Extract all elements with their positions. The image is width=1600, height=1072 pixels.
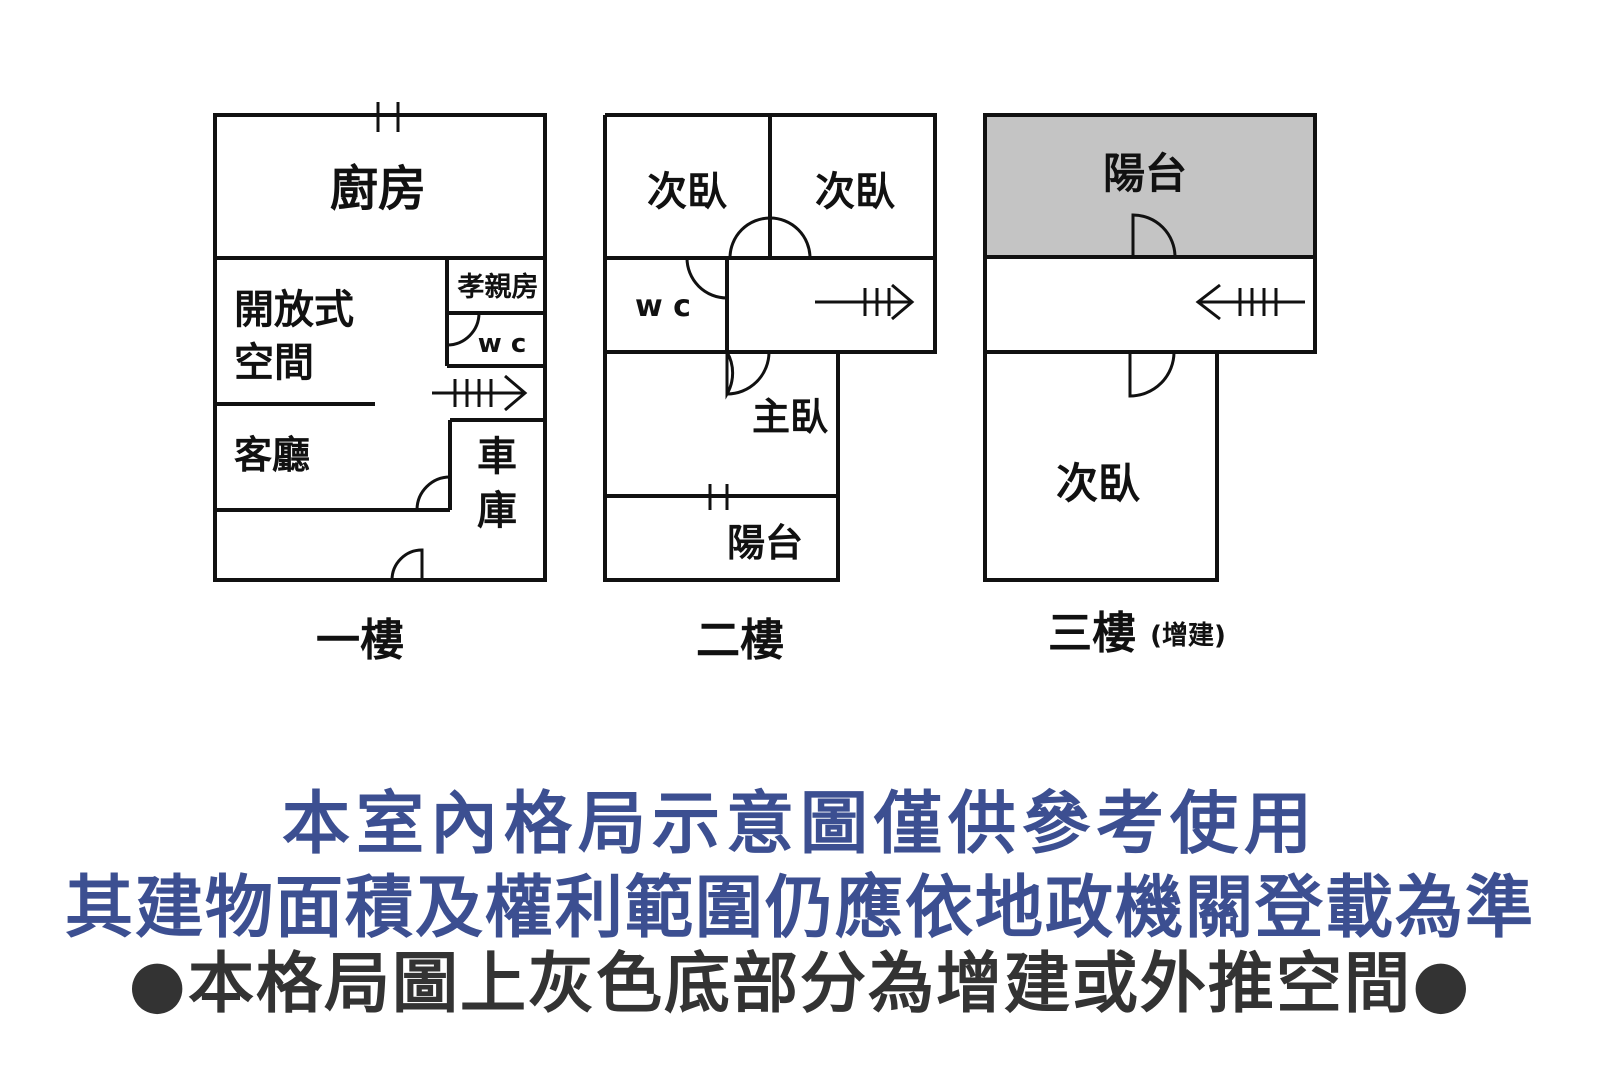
floor-1-title: 一樓 bbox=[316, 615, 404, 666]
floor-1-living-door-swing bbox=[415, 475, 451, 511]
floor-plans-drawing: 廚房 開放式 空間 孝親房 w c 客廳 車 庫 一樓 bbox=[213, 102, 1317, 666]
room-label-wc: w c bbox=[478, 329, 526, 359]
floor-3-bedroom-door-swing bbox=[1128, 351, 1176, 398]
floor-3-plan bbox=[983, 113, 1317, 582]
room-label-garage: 庫 bbox=[477, 488, 517, 534]
floor-2-labels: 次臥 次臥 w c 主臥 陽台 二樓 bbox=[635, 169, 895, 666]
room-label-bedroom: 次臥 bbox=[1056, 459, 1140, 508]
floor-1-front-door-swing bbox=[390, 548, 424, 581]
room-label-elder-room: 孝親房 bbox=[458, 272, 539, 303]
notice-land-registry: 其建物面積及權利範圍仍應依地政機關登載為準 bbox=[64, 869, 1535, 948]
room-label-garage: 車 bbox=[477, 434, 517, 480]
notice-shaded-area: ●本格局圖上灰色底部分為增建或外推空間● bbox=[128, 945, 1472, 1022]
floor-2-bedroom-door-swing bbox=[769, 216, 812, 259]
floor-3-stair-hall bbox=[983, 255, 1317, 354]
notice-reference-only: 本室內格局示意圖僅供參考使用 bbox=[281, 785, 1318, 864]
floor-3-shaded-balcony bbox=[983, 113, 1317, 259]
floor-1-labels: 廚房 開放式 空間 孝親房 w c 客廳 車 庫 一樓 bbox=[234, 161, 539, 666]
floor-2-bedroom-door-swing bbox=[728, 216, 771, 259]
floor-3-title: 三樓 bbox=[1048, 608, 1136, 659]
floor-3-balcony-door-swing bbox=[1131, 213, 1177, 258]
floor-2-title: 二樓 bbox=[696, 615, 784, 666]
floor-3-bedroom-outline bbox=[983, 352, 1219, 582]
floor-3-title-note: (增建) bbox=[1150, 620, 1226, 651]
room-label-living-room: 客廳 bbox=[234, 433, 310, 477]
room-label-open-space: 空間 bbox=[234, 340, 314, 386]
floor-2-stair-arrow bbox=[815, 283, 915, 321]
floor-2-master-door-swing bbox=[725, 351, 735, 400]
room-label-balcony: 陽台 bbox=[727, 521, 803, 565]
floor-2-master-door-swing bbox=[726, 351, 771, 396]
room-label-wc: w c bbox=[635, 289, 691, 324]
floor-2-wc-door-swing bbox=[685, 257, 728, 300]
floor-1-outline bbox=[213, 113, 547, 582]
room-label-bedroom-left: 次臥 bbox=[647, 169, 727, 215]
floor-1-stair-arrow bbox=[432, 374, 528, 412]
room-label-master-bedroom: 主臥 bbox=[752, 395, 828, 439]
floor-1-wc-door-swing bbox=[446, 312, 481, 347]
room-label-kitchen: 廚房 bbox=[330, 161, 426, 217]
floor-2-plan bbox=[603, 113, 937, 582]
floor-3-stair-arrow bbox=[1195, 283, 1305, 321]
floor-3-labels: 陽台 次臥 三樓 (增建) bbox=[1048, 149, 1226, 659]
floor-1-plan bbox=[213, 102, 547, 582]
room-label-bedroom-right: 次臥 bbox=[815, 169, 895, 215]
room-label-open-space: 開放式 bbox=[234, 287, 354, 333]
room-label-balcony: 陽台 bbox=[1103, 149, 1187, 198]
